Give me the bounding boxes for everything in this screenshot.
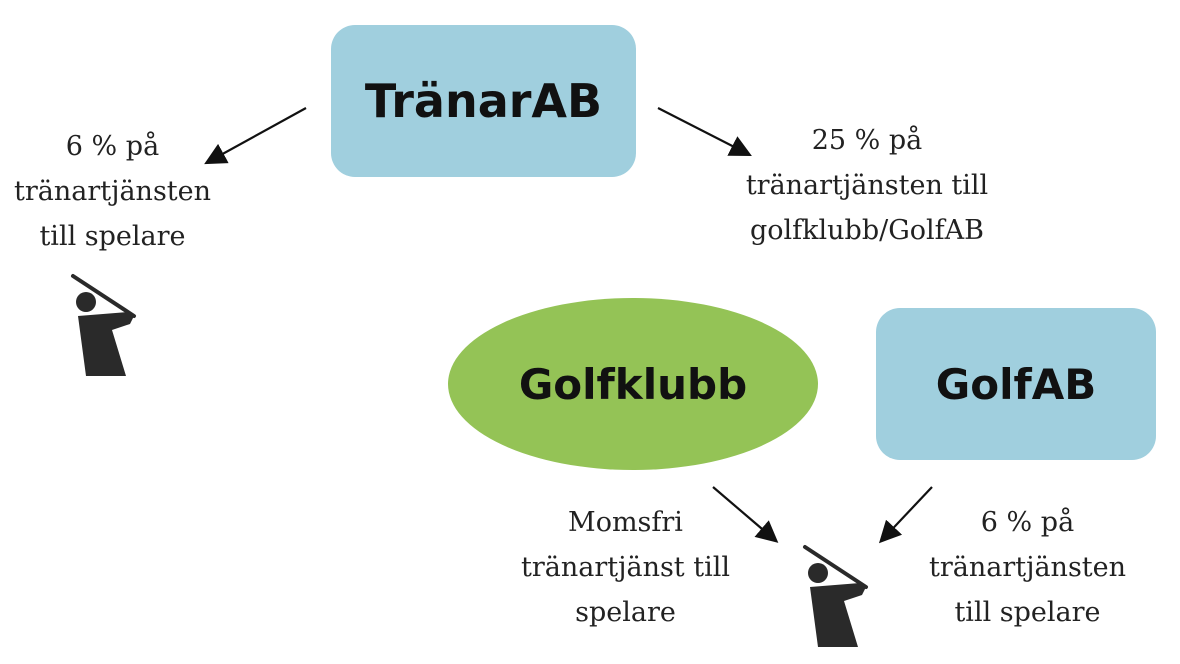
label-line: 6 % på (980, 507, 1075, 538)
label-golfab-vat: 6 % på tränartjänsten till spelare (905, 500, 1150, 635)
label-line: 6 % på (65, 131, 160, 162)
arrow-golfab-to-player (878, 486, 933, 544)
node-golf-ab: GolfAB (876, 308, 1156, 460)
arrow-tranar-to-player (204, 107, 307, 165)
label-line: 25 % på (811, 125, 923, 156)
label-club-vat: Momsfri tränartjänst till spelare (503, 500, 748, 635)
label-left-vat: 6 % på tränartjänsten till spelare (0, 124, 225, 259)
arrow-tranar-to-club (657, 107, 752, 157)
label-line: till spelare (954, 597, 1101, 628)
node-tranar-ab-label: TränarAB (364, 74, 603, 128)
label-right-vat: 25 % på tränartjänsten till golfklubb/Go… (727, 118, 1007, 253)
golfer-icon (803, 545, 868, 647)
label-line: golfklubb/GolfAB (749, 215, 984, 246)
golfer-icon (71, 274, 136, 376)
node-golf-ab-label: GolfAB (935, 359, 1097, 409)
label-line: spelare (575, 597, 676, 628)
label-line: tränartjänsten (928, 552, 1127, 583)
label-line: tränartjänsten till (745, 170, 989, 201)
label-line: till spelare (39, 221, 186, 252)
node-tranar-ab: TränarAB (331, 25, 636, 177)
label-line: tränartjänst till (521, 552, 730, 583)
label-line: Momsfri (568, 507, 683, 538)
node-golfklubb-label: Golfklubb (518, 359, 748, 409)
node-golfklubb: Golfklubb (448, 298, 818, 470)
arrow-club-to-player (712, 486, 779, 543)
label-line: tränartjänsten (13, 176, 212, 207)
